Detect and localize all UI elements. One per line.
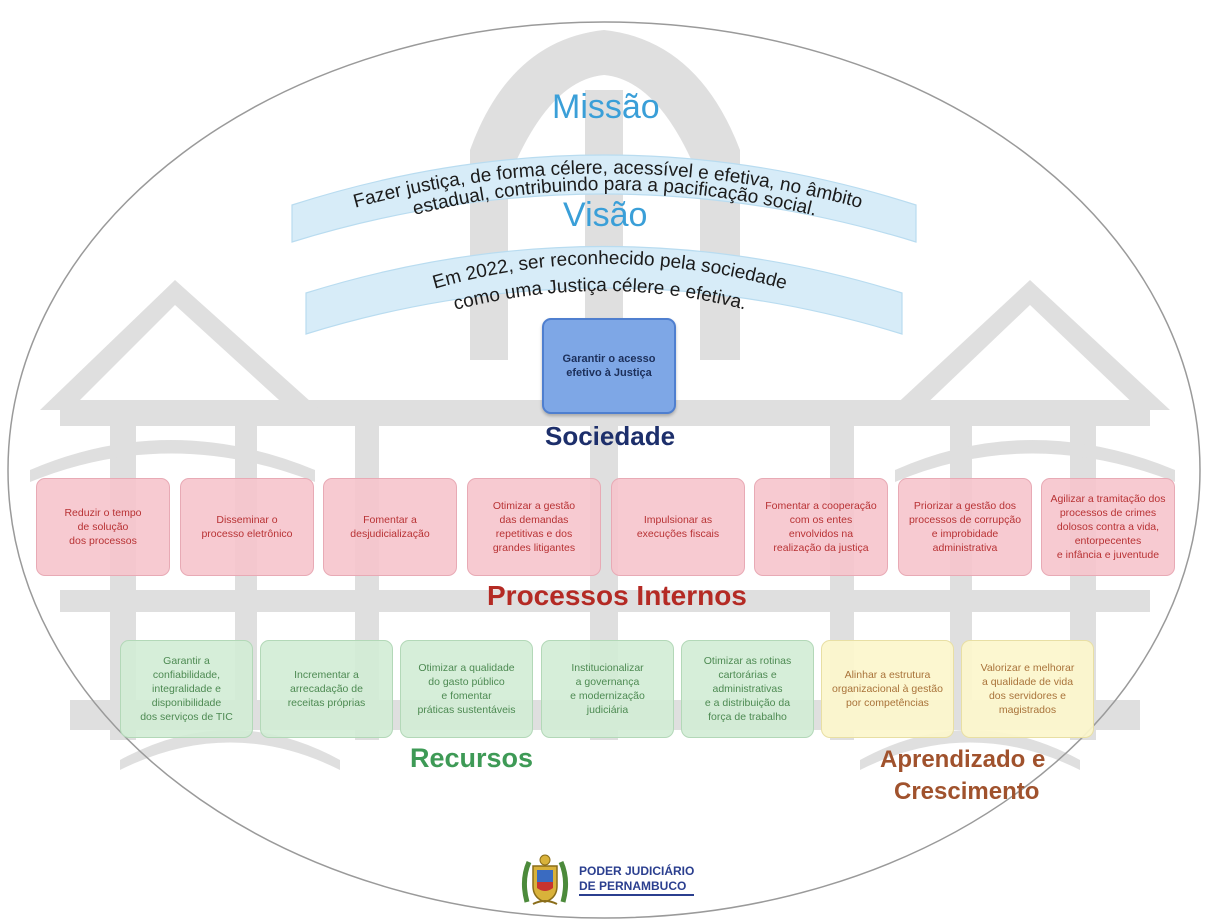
objective-execucoes-fiscais: Impulsionar as execuções fiscais — [611, 478, 745, 576]
sociedade-title: Sociedade — [545, 421, 676, 451]
logo-line-1: PODER JUDICIÁRIO — [579, 864, 695, 878]
logo-text: PODER JUDICIÁRIO DE PERNAMBUCO — [579, 864, 695, 896]
visao-title: Visão — [563, 196, 648, 234]
objective-crimes-dolosos: Agilizar a tramitação dos processos de c… — [1041, 478, 1175, 576]
objective-reduzir-tempo: Reduzir o tempo de solução dos processos — [36, 478, 170, 576]
objective-demandas-repetitivas: Otimizar a gestão das demandas repetitiv… — [467, 478, 601, 576]
objective-confiabilidade-tic: Garantir a confiabilidade, integralidade… — [120, 640, 253, 738]
recursos-title: Recursos — [410, 743, 534, 773]
objective-governanca: Institucionalizar a governança e moderni… — [541, 640, 674, 738]
objective-rotinas-cartorarias: Otimizar as rotinas cartorárias e admini… — [681, 640, 814, 738]
logo-line-2: DE PERNAMBUCO — [579, 879, 695, 896]
objective-disseminar-processo-eletronico: Disseminar o processo eletrônico — [180, 478, 314, 576]
objective-acesso-justica: Garantir o acesso efetivo à Justiça — [542, 318, 676, 414]
coat-of-arms-icon — [521, 854, 569, 905]
objective-receitas-proprias: Incrementar a arrecadação de receitas pr… — [260, 640, 393, 738]
missao-title: Missão — [552, 88, 660, 126]
objective-corrupcao-improbidade: Priorizar a gestão dos processos de corr… — [898, 478, 1032, 576]
missao-band — [291, 154, 917, 243]
objective-gasto-publico: Otimizar a qualidade do gasto público e … — [400, 640, 533, 738]
objective-qualidade-vida: Valorizar e melhorar a qualidade de vida… — [961, 640, 1094, 738]
aprendizado-title-line-2: Crescimento — [894, 778, 1040, 805]
objective-cooperacao-entes: Fomentar a cooperação com os entes envol… — [754, 478, 888, 576]
processos-internos-title: Processos Internos — [487, 580, 747, 611]
pjpe-logo: PODER JUDICIÁRIO DE PERNAMBUCO — [519, 852, 695, 908]
ellipse-frame — [7, 21, 1201, 919]
objective-desjudicializacao: Fomentar a desjudicialização — [323, 478, 457, 576]
visao-band — [305, 245, 903, 335]
objective-estrutura-competencias: Alinhar a estrutura organizacional à ges… — [821, 640, 954, 738]
aprendizado-title-line-1: Aprendizado e — [880, 746, 1046, 773]
